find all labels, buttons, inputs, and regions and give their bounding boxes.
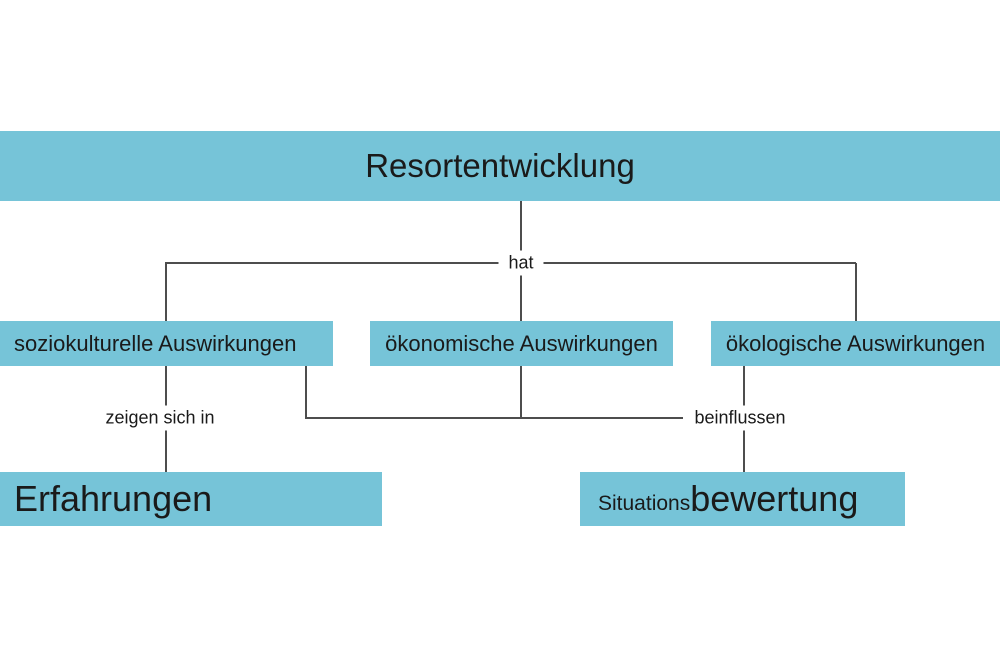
node-resortentwicklung: Resortentwicklung	[0, 131, 1000, 201]
connector-branch-to-oekologisch	[855, 263, 857, 321]
edge-label-zeigen-sich-in: zeigen sich in	[95, 405, 225, 431]
node-oekologische-auswirkungen: ökologische Auswirkungen	[711, 321, 1000, 366]
edge-label-beinflussen: beinflussen	[684, 405, 796, 431]
node-situationsbewertung-label-prefix: Situations	[598, 492, 691, 515]
connector-branch-to-soziokulturell	[165, 263, 167, 321]
node-resortentwicklung-label: Resortentwicklung	[365, 147, 635, 184]
node-situationsbewertung-label-emphasis: bewertung	[690, 478, 859, 519]
node-oekologische-auswirkungen-label: ökologische Auswirkungen	[725, 330, 986, 356]
connector-oekonomisch-stub	[520, 366, 522, 418]
connector-soziokulturell-stub	[305, 366, 307, 418]
node-erfahrungen: Erfahrungen	[0, 472, 382, 526]
node-oekonomische-auswirkungen-label: ökonomische Auswirkungen	[385, 330, 658, 356]
node-oekonomische-auswirkungen: ökonomische Auswirkungen	[370, 321, 673, 366]
connector-beinflussen-horizontal	[305, 417, 683, 419]
node-soziokulturelle-auswirkungen-label: soziokulturelle Auswirkungen	[14, 330, 297, 356]
node-erfahrungen-label: Erfahrungen	[14, 478, 213, 519]
edge-label-hat: hat	[498, 250, 544, 276]
node-soziokulturelle-auswirkungen: soziokulturelle Auswirkungen	[0, 321, 333, 366]
